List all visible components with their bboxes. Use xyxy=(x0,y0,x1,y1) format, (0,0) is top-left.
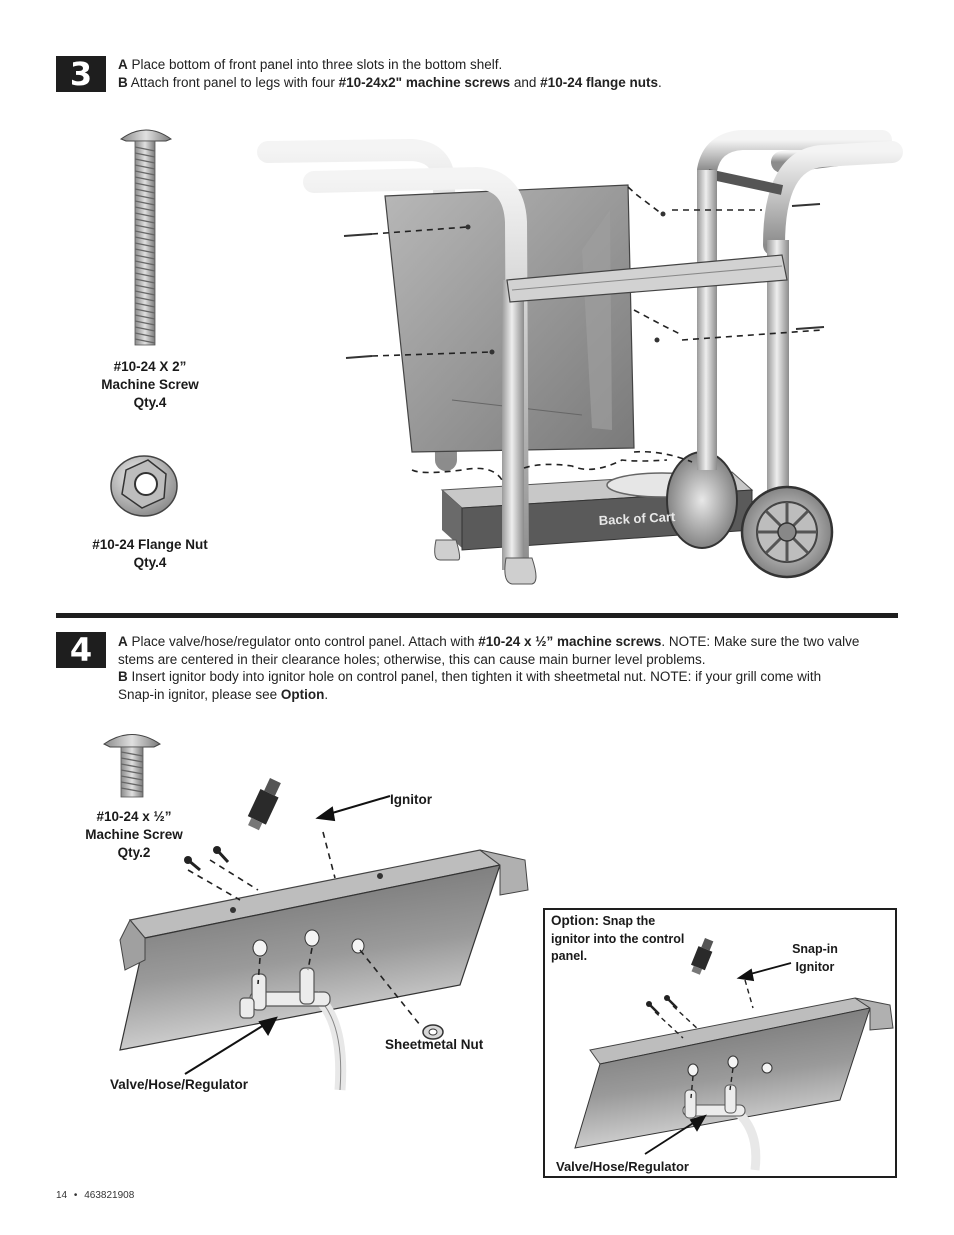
flange-nut-icon xyxy=(110,455,178,517)
step-3-line-b: B Attach front panel to legs with four #… xyxy=(118,74,662,90)
ignitor-label: Ignitor xyxy=(390,792,432,807)
step-3-instructions: A Place bottom of front panel into three… xyxy=(118,56,898,91)
control-panel-illustration xyxy=(119,778,529,1091)
step-4-line-a: A Place valve/hose/regulator onto contro… xyxy=(118,634,860,649)
valve-hose-regulator-label: Valve/Hose/Regulator xyxy=(110,1077,249,1092)
cart-assembly-illustration: Back of Cart xyxy=(257,130,903,585)
long-machine-screw-icon xyxy=(119,129,173,346)
section-divider xyxy=(56,613,898,618)
step-4-instructions: A Place valve/hose/regulator onto contro… xyxy=(118,633,898,703)
step-3-line-a: A Place bottom of front panel into three… xyxy=(118,57,503,72)
step-4-number: 4 xyxy=(56,632,106,668)
footer-separator: • xyxy=(73,1190,78,1201)
sheetmetal-nut-label: Sheetmetal Nut xyxy=(385,1037,484,1052)
step-4-line-a-cont: stems are centered in their clearance ho… xyxy=(118,651,706,667)
option-control-panel-illustration xyxy=(574,938,894,1171)
short-screw-label: #10-24 x ½” Machine Screw Qty.2 xyxy=(85,809,183,860)
step-4-line-b-cont: Snap-in ignitor, please see Option. xyxy=(118,686,329,702)
option-text: Option: Snap the ignitor into the contro… xyxy=(551,913,685,963)
option-valve-hose-regulator-label: Valve/Hose/Regulator xyxy=(556,1159,689,1174)
back-of-cart-text: Back of Cart xyxy=(598,509,676,528)
short-machine-screw-icon xyxy=(103,734,161,798)
snap-in-ignitor-label: Snap-in Ignitor xyxy=(792,942,838,974)
option-box: Option: Snap the ignitor into the contro… xyxy=(543,908,897,1178)
page-number: 14 xyxy=(56,1190,68,1201)
page-footer: 14 • 463821908 xyxy=(56,1190,134,1201)
flange-nut-label: #10-24 Flange Nut Qty.4 xyxy=(92,537,208,570)
step-4-line-b: B Insert ignitor body into ignitor hole … xyxy=(118,669,822,684)
long-screw-label: #10-24 X 2” Machine Screw Qty.4 xyxy=(101,359,199,410)
doc-number: 463821908 xyxy=(84,1190,135,1201)
step-3-number: 3 xyxy=(56,56,106,92)
